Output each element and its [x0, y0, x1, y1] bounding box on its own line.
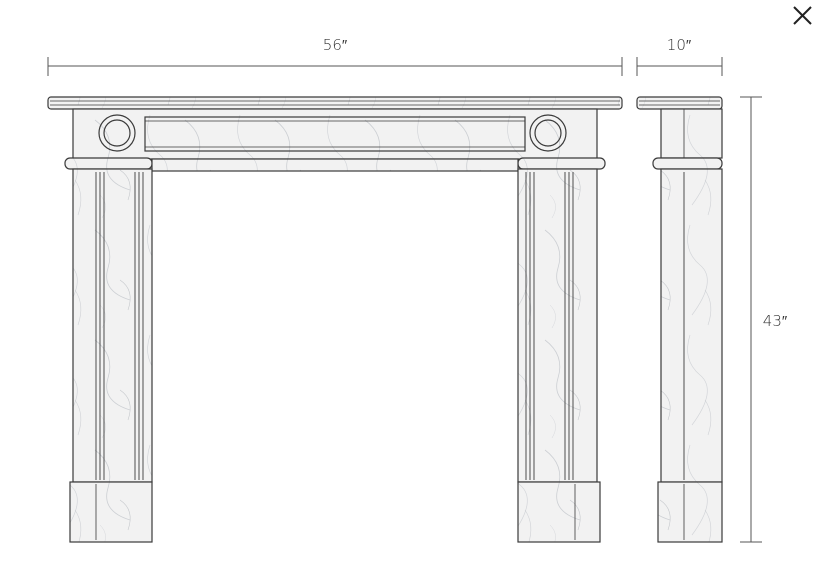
right-leg	[517, 168, 598, 483]
width-label: 56″	[323, 36, 348, 54]
side-capital	[652, 157, 723, 170]
height-label: 43″	[763, 312, 788, 330]
depth-dimension	[636, 57, 723, 76]
close-icon	[793, 6, 812, 25]
mantel-shelf	[47, 96, 623, 110]
left-leg	[72, 168, 153, 483]
height-dimension	[740, 96, 762, 543]
close-button[interactable]	[786, 2, 818, 32]
frieze-panel	[144, 116, 526, 152]
width-dimension	[47, 57, 623, 76]
right-capital	[517, 157, 606, 170]
side-elevation	[636, 96, 723, 543]
lintel-edge	[151, 158, 519, 172]
front-elevation	[47, 96, 623, 543]
depth-label: 10″	[667, 36, 692, 54]
side-leg	[660, 168, 723, 483]
side-frieze	[660, 108, 723, 159]
left-plinth	[69, 481, 153, 543]
side-plinth	[657, 481, 723, 543]
left-capital	[64, 157, 153, 170]
right-plinth	[517, 481, 601, 543]
side-shelf	[636, 96, 723, 110]
